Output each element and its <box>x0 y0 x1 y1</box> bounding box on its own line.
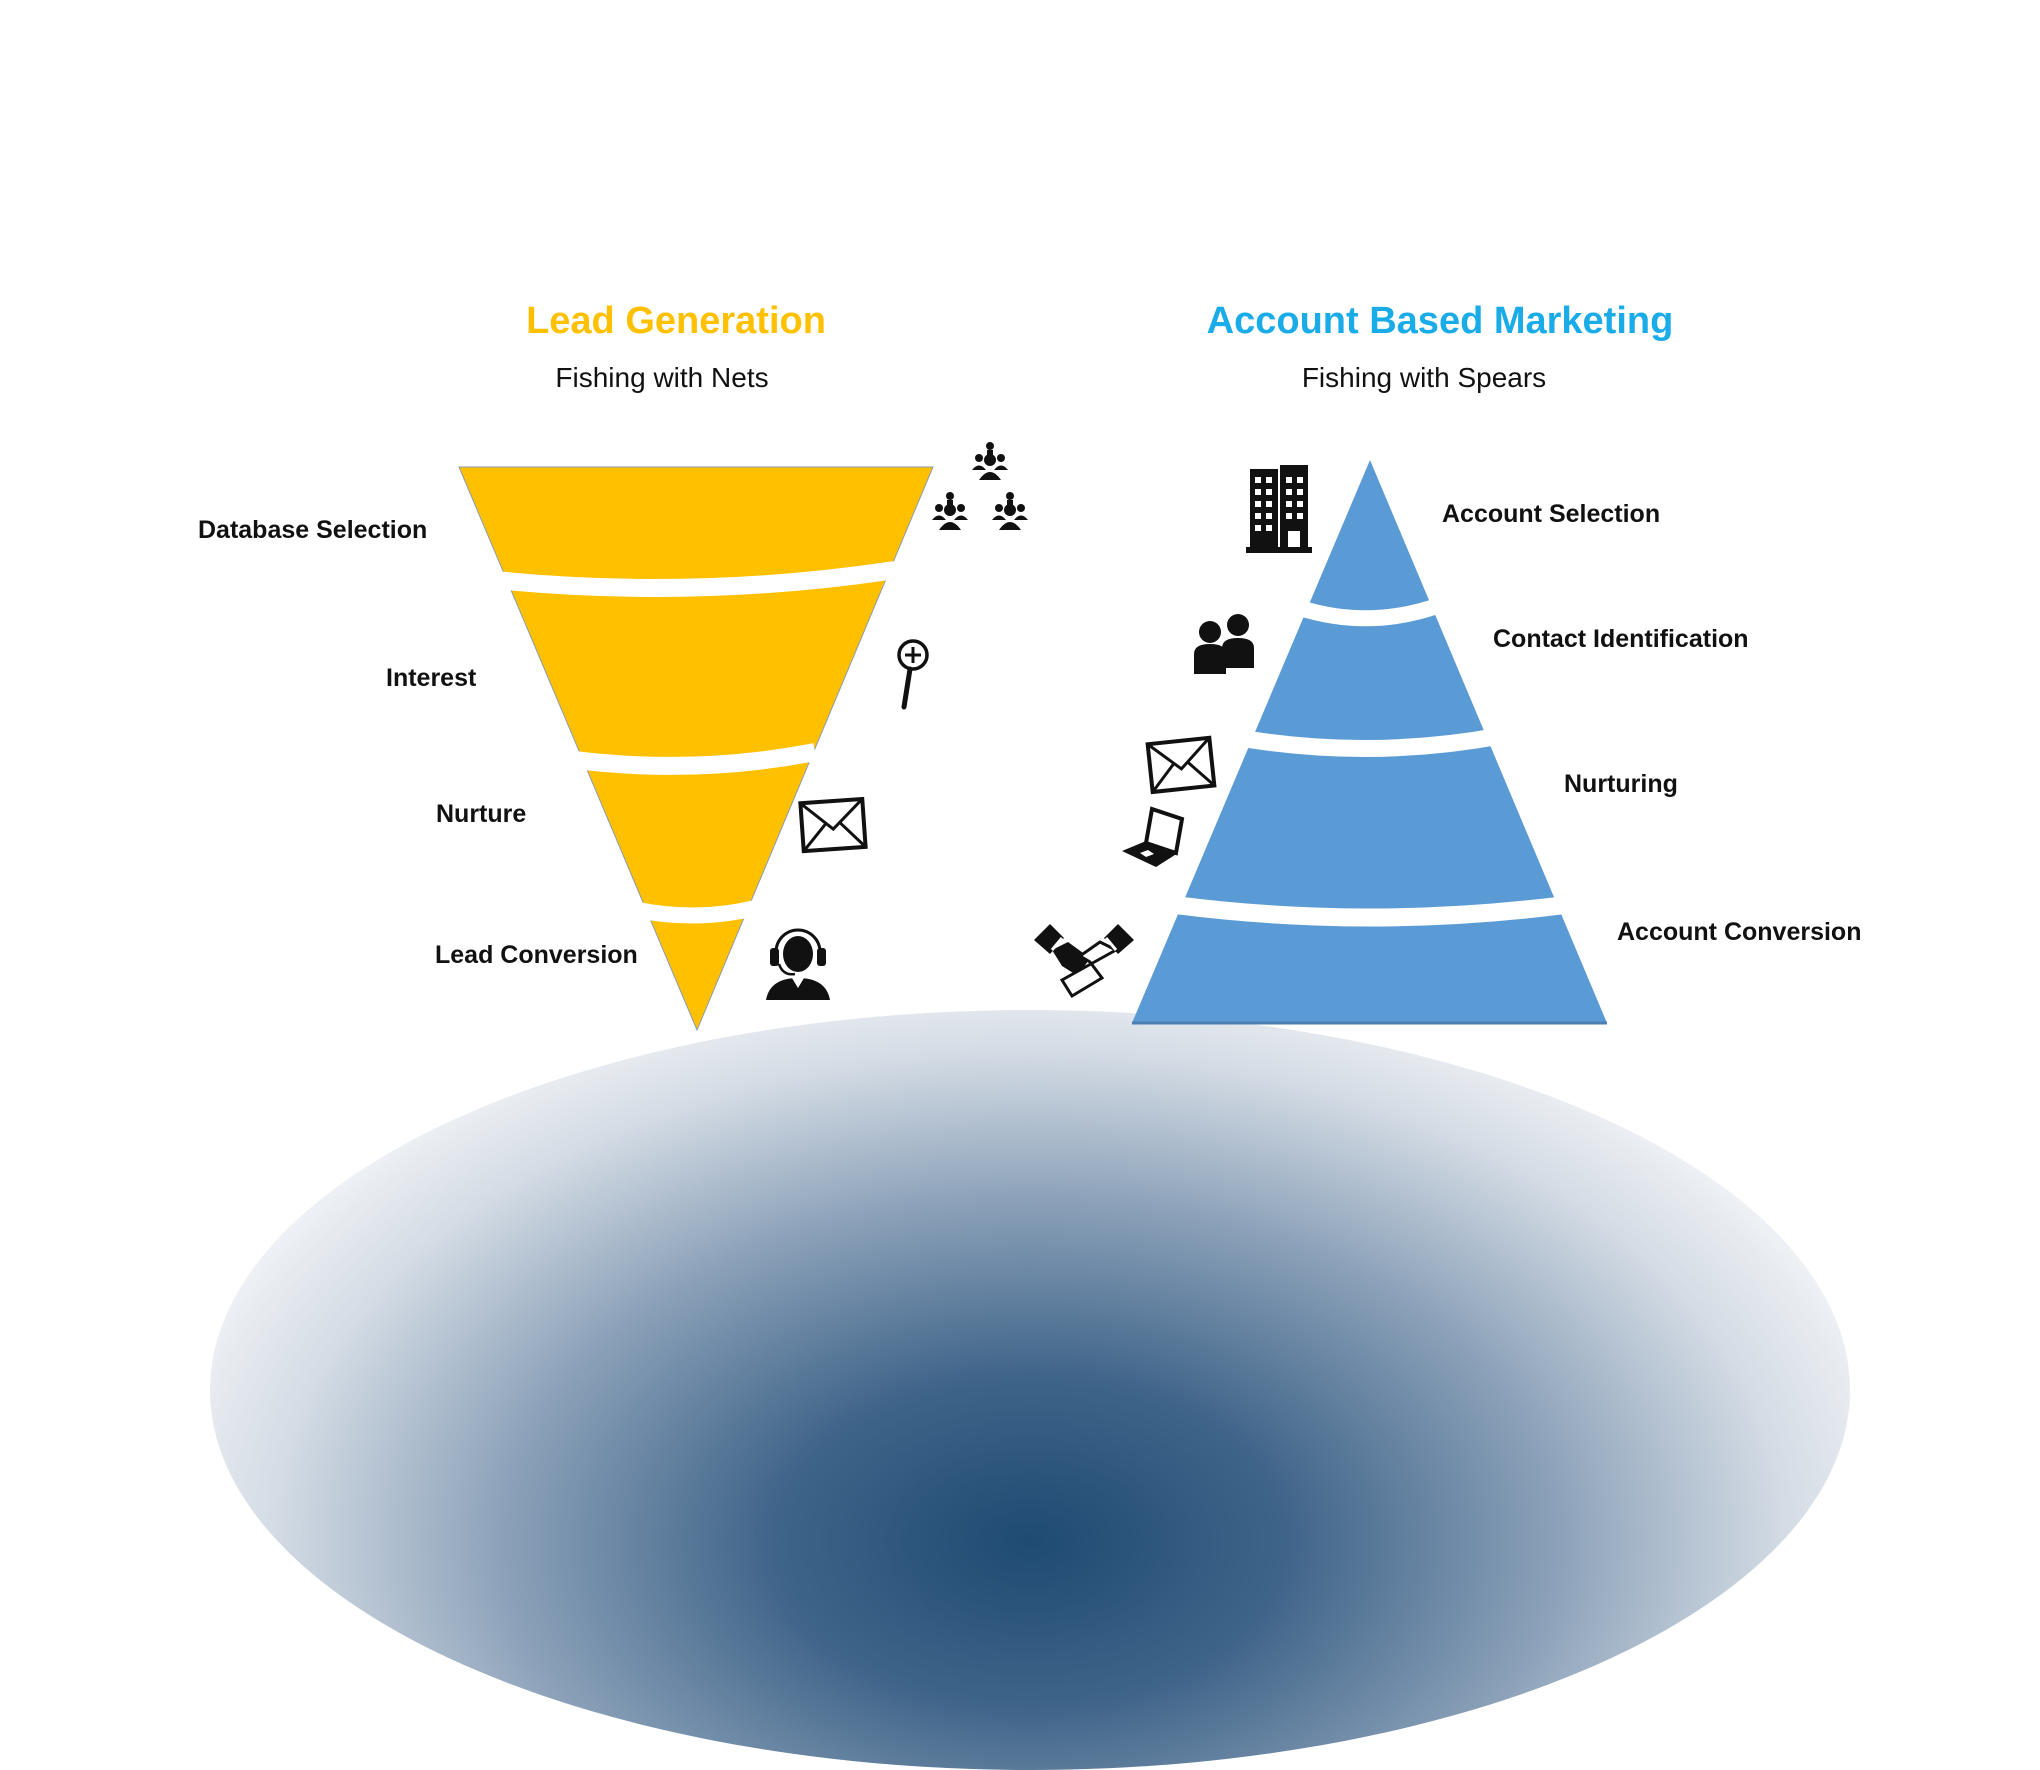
envelope-laptop-icon <box>1122 735 1217 867</box>
lead-generation-subtitle: Fishing with Nets <box>555 362 769 393</box>
lead-generation-title: Lead Generation <box>526 300 826 342</box>
handshake-icon <box>1034 924 1134 999</box>
pyramid-label-account-conversion: Account Conversion <box>1617 918 1862 946</box>
funnel-label-lead-conversion: Lead Conversion <box>435 941 638 969</box>
pyramid-label-nurturing: Nurturing <box>1564 770 1678 798</box>
office-building-icon <box>1246 465 1312 553</box>
funnel-label-database-selection: Database Selection <box>198 516 428 544</box>
pyramid-label-account-selection: Account Selection <box>1442 500 1661 528</box>
funnel-label-nurture: Nurture <box>436 800 527 828</box>
lead-generation-funnel <box>458 466 934 1032</box>
abm-subtitle: Fishing with Spears <box>1301 362 1547 393</box>
magnifier-plus-icon <box>897 639 929 710</box>
abm-pyramid <box>1132 460 1607 1025</box>
abm-title: Account Based Marketing <box>1206 300 1674 342</box>
two-people-icon <box>1194 614 1254 674</box>
envelope-icon <box>798 796 868 854</box>
funnel-label-interest: Interest <box>386 664 477 692</box>
pyramid-label-contact-identification: Contact Identification <box>1493 625 1749 653</box>
people-network-icon <box>932 442 1028 530</box>
diagram-shapes <box>458 460 1607 1032</box>
headset-agent-icon <box>766 928 830 1000</box>
